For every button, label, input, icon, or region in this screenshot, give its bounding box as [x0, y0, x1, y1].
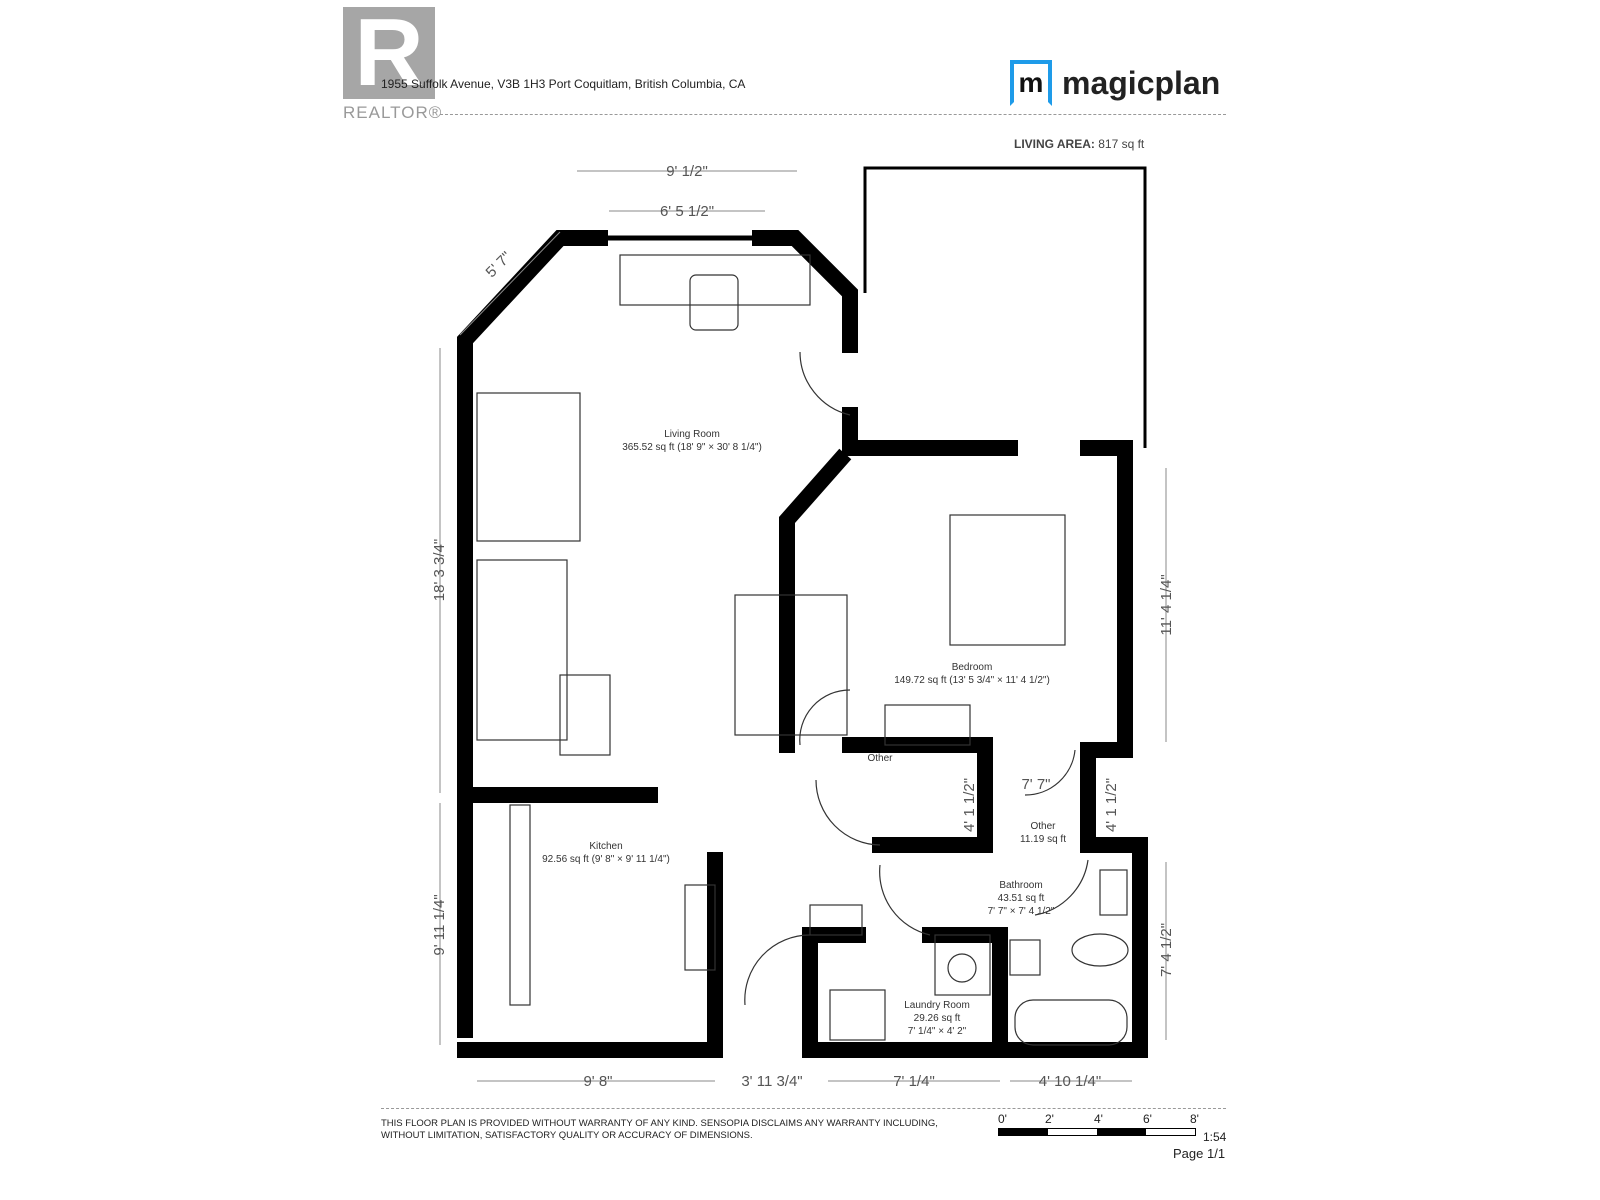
room-labels: Living Room 365.52 sq ft (18' 9" × 30' 8…	[542, 429, 1066, 1037]
room-name: Other	[1030, 821, 1056, 832]
footer-divider	[381, 1108, 1226, 1109]
dimension-label: 5' 7"	[483, 249, 516, 282]
realtor-logo: R	[343, 5, 435, 101]
room-area: 365.52 sq ft (18' 9" × 30' 8 1/4")	[622, 442, 762, 453]
realtor-logo-text: REALTOR®	[343, 103, 443, 122]
room-name: Bathroom	[999, 880, 1042, 891]
room-name: Living Room	[664, 429, 720, 440]
scale-ratio: 1:54	[1203, 1130, 1227, 1144]
dimension-label: 7' 7"	[1021, 776, 1050, 793]
dimension-label: 18' 3 3/4"	[431, 539, 448, 601]
dimension-label: 9' 8"	[583, 1073, 612, 1090]
room-name: Other	[867, 753, 893, 764]
dimension-label: 9' 11 1/4"	[431, 894, 448, 955]
magicplan-logo: m magicplan	[1010, 60, 1220, 106]
dimension-label: 4' 1 1/2"	[961, 778, 978, 832]
room-name: Laundry Room	[904, 1000, 970, 1011]
magicplan-icon: m	[1010, 60, 1052, 106]
room-area: 29.26 sq ft	[914, 1013, 961, 1024]
room-name: Kitchen	[589, 841, 622, 852]
room-area: 92.56 sq ft (9' 8" × 9' 11 1/4")	[542, 854, 670, 865]
dimension-lines	[439, 170, 1167, 1082]
thin-lines	[600, 166, 1147, 448]
room-name: Bedroom	[952, 662, 993, 673]
dimension-label: 11' 4 1/4"	[1158, 574, 1175, 635]
header-divider	[440, 114, 1226, 115]
room-area: 11.19 sq ft	[1020, 834, 1066, 845]
dimension-label: 9' 1/2"	[666, 163, 708, 180]
furniture	[476, 254, 1129, 1046]
dimension-labels: 9' 1/2" 6' 5 1/2" 5' 7" 18' 3 3/4" 9' 11…	[431, 163, 1175, 1090]
room-dims: 7' 1/4" × 4' 2"	[908, 1026, 967, 1037]
living-area: LIVING AREA: 817 sq ft	[1014, 137, 1145, 151]
room-area: 149.72 sq ft (13' 5 3/4" × 11' 4 1/2")	[894, 675, 1050, 686]
dimension-label: 4' 10 1/4"	[1039, 1073, 1101, 1090]
disclaimer: THIS FLOOR PLAN IS PROVIDED WITHOUT WARR…	[381, 1118, 938, 1141]
walls	[457, 230, 1148, 1058]
dimension-label: 6' 5 1/2"	[660, 203, 714, 220]
room-area: 43.51 sq ft	[998, 893, 1045, 904]
dimension-label: 7' 1/4"	[893, 1073, 935, 1090]
page-number: Page 1/1	[1173, 1146, 1226, 1161]
dimension-label: 3' 11 3/4"	[741, 1073, 802, 1090]
dimension-label: 7' 4 1/2"	[1158, 923, 1175, 977]
dimension-label: 4' 1 1/2"	[1103, 778, 1120, 832]
property-address: 1955 Suffolk Avenue, V3B 1H3 Port Coquit…	[381, 77, 746, 91]
room-dims: 7' 7" × 7' 4 1/2"	[988, 906, 1055, 917]
